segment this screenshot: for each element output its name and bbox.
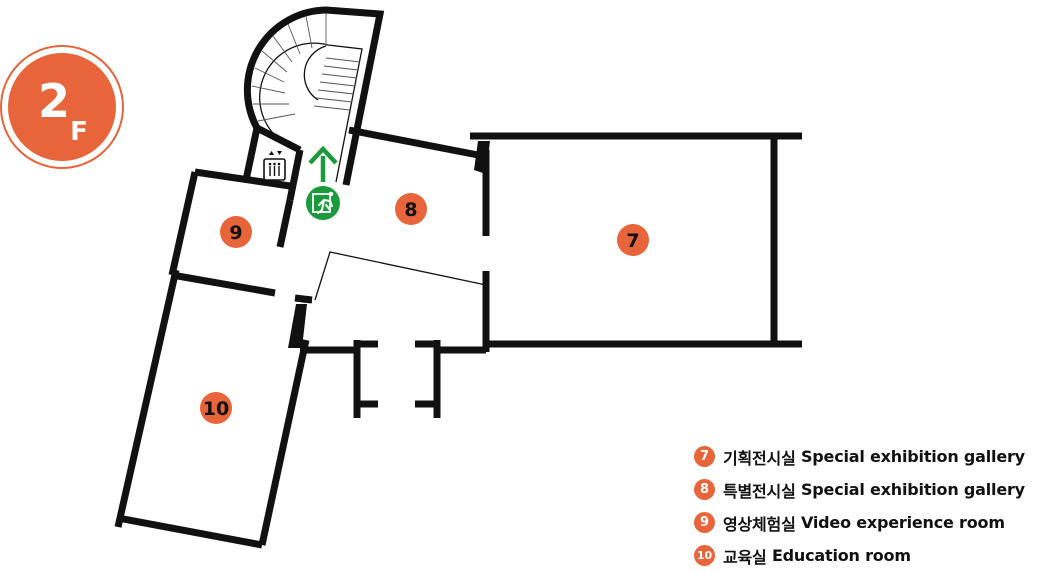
room-badge-8: 8 [395,193,427,225]
legend-label-ko: 특별전시실 [723,481,796,501]
room-badge-7-number: 7 [626,230,639,252]
legend-badge-8: 8 [694,479,715,500]
legend-item-10: 10 교육실 Education room [694,539,1060,572]
staircase [243,6,385,186]
legend-label-ko: 기획전시실 [723,448,796,468]
room-badge-10: 10 [200,392,232,424]
legend-badge-9: 9 [694,512,715,533]
legend-label-en: Education room [771,546,911,565]
legend-label-ko: 교육실 [723,547,767,567]
legend: 7 기획전시실 Special exhibition gallery 8 특별전… [694,440,1060,572]
legend-badge-7: 7 [694,446,715,467]
room-badge-8-number: 8 [404,199,417,221]
legend-label-en: Special exhibition gallery [800,480,1025,499]
floor-badge-letter: F [70,117,88,147]
legend-label-en: Special exhibition gallery [800,447,1025,466]
room-badge-10-number: 10 [203,398,229,420]
floor-badge: 2 F [0,45,124,169]
room-badge-9: 9 [220,216,252,248]
up-arrow-icon [308,145,338,182]
legend-item-7: 7 기획전시실 Special exhibition gallery [694,440,1060,473]
legend-badge-10: 10 [694,545,715,566]
legend-item-9: 9 영상체험실 Video experience room [694,506,1060,539]
legend-item-8: 8 특별전시실 Special exhibition gallery [694,473,1060,506]
elevator-icon [263,151,286,181]
room-badge-9-number: 9 [229,222,242,244]
walls [114,126,802,549]
floor-badge-number: 2 [38,74,70,128]
emergency-exit-icon [306,186,340,220]
legend-label-ko: 영상체험실 [723,514,796,534]
legend-label-en: Video experience room [800,513,1005,532]
railings [302,251,487,303]
room-badge-7: 7 [617,224,649,256]
